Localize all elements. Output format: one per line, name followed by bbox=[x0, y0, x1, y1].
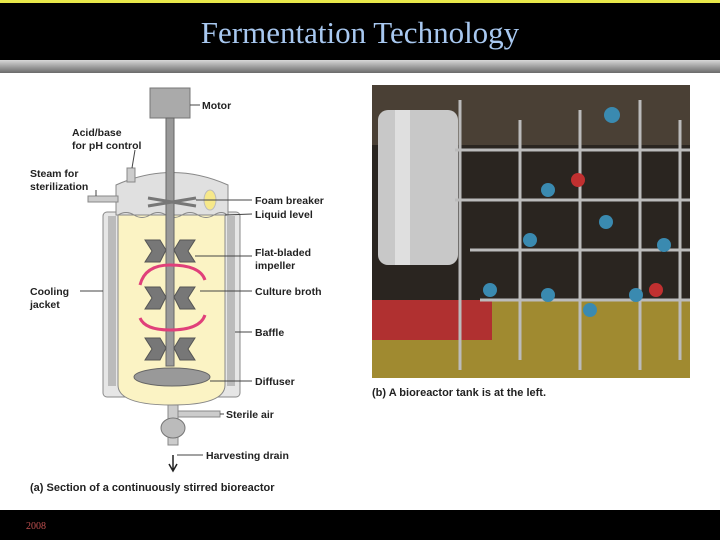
label-baffle: Baffle bbox=[255, 327, 284, 339]
title-bar: Fermentation Technology bbox=[0, 0, 720, 60]
label-impeller: Flat-bladed bbox=[255, 247, 311, 259]
shaft bbox=[165, 117, 175, 367]
label-cooling-jacket: Cooling bbox=[30, 286, 69, 298]
diffuser bbox=[133, 367, 211, 387]
baffle-left bbox=[108, 216, 116, 386]
foam-breaker bbox=[147, 196, 197, 208]
label-cooling-jacket-2: jacket bbox=[29, 299, 60, 311]
label-sterile-air: Sterile air bbox=[226, 409, 274, 421]
acid-base-port bbox=[126, 167, 136, 183]
label-steam-2: sterilization bbox=[30, 181, 88, 193]
caption-b-tag: (b) bbox=[372, 387, 386, 399]
label-harvesting-drain: Harvesting drain bbox=[206, 450, 289, 462]
leader-lines bbox=[80, 104, 253, 456]
footer-bar: 2008 bbox=[0, 510, 720, 540]
caption-a-tag: (a) bbox=[30, 482, 44, 494]
divider-bar bbox=[0, 60, 720, 73]
bioreactor-diagram: Motor Acid/base for pH control Steam for… bbox=[29, 87, 324, 494]
label-culture-broth: Culture broth bbox=[255, 286, 322, 298]
flow-arrow-icon bbox=[138, 263, 207, 286]
flow-arrow-icon bbox=[138, 314, 207, 332]
down-arrow-icon bbox=[168, 455, 178, 473]
slide-title: Fermentation Technology bbox=[200, 15, 520, 50]
label-liquid-level: Liquid level bbox=[255, 209, 313, 221]
baffle-right bbox=[227, 216, 235, 386]
caption-a-text: Section of a continuously stirred biorea… bbox=[47, 482, 276, 494]
label-impeller-2: impeller bbox=[255, 260, 295, 272]
caption-b-text: A bioreactor tank is at the left. bbox=[389, 387, 546, 399]
caption-a: (a) Section of a continuously stirred bi… bbox=[30, 482, 275, 494]
footer-year: 2008 bbox=[26, 521, 46, 532]
motor bbox=[149, 87, 191, 119]
label-motor: Motor bbox=[202, 100, 231, 112]
impellers bbox=[144, 239, 196, 361]
label-steam: Steam for bbox=[30, 168, 78, 180]
steam-pipe bbox=[87, 195, 119, 203]
bioreactor-photo bbox=[372, 85, 690, 378]
label-foam-breaker: Foam breaker bbox=[255, 195, 324, 207]
label-diffuser: Diffuser bbox=[255, 376, 295, 388]
drain-valve bbox=[160, 417, 186, 439]
caption-b: (b) A bioreactor tank is at the left. bbox=[372, 387, 546, 399]
sterile-air-pipe bbox=[177, 410, 221, 418]
label-acid-base-2: for pH control bbox=[72, 140, 141, 152]
label-acid-base: Acid/base bbox=[72, 127, 122, 139]
